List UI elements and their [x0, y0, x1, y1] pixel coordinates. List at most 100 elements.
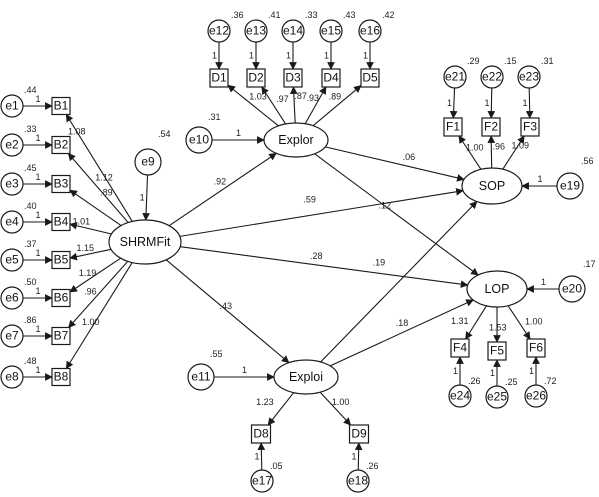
node-f4: F4	[450, 338, 470, 358]
e16-label: e16	[360, 24, 380, 38]
path-e17-d8	[257, 442, 266, 471]
lop-label: LOP	[484, 282, 509, 296]
b5-label: B5	[54, 253, 69, 267]
edges-layer	[23, 42, 559, 471]
b8-label: B8	[54, 370, 69, 384]
coef-shrmfit-exploi: .43	[220, 301, 233, 311]
path-explor-sop	[325, 146, 465, 182]
variance-e22: .15	[504, 56, 517, 66]
b1-label: B1	[54, 99, 69, 113]
e3-label: e3	[5, 177, 19, 191]
labels-layer: .92.43.59.28.06.12.19.181.081.12.891.011…	[24, 10, 596, 471]
e4-circle	[0, 210, 24, 234]
lop-ellipse	[466, 270, 528, 308]
sop-ellipse	[461, 167, 523, 205]
e11-circle	[187, 363, 215, 391]
path-sop-f2	[487, 135, 496, 169]
coef-explor-d3: .87	[294, 91, 307, 101]
coef-e4-b4: 1	[36, 210, 41, 220]
coef-e17-d8: 1	[254, 452, 259, 462]
path-sop-f3	[502, 135, 525, 170]
node-e13: e13	[244, 19, 268, 43]
e23-label: e23	[519, 70, 539, 84]
path-exploi-d8	[267, 392, 295, 426]
coef-shrmfit-b4: 1.01	[73, 217, 91, 227]
e1-circle	[0, 94, 24, 118]
b2-box	[51, 135, 71, 155]
path-shrmfit-b1	[65, 113, 133, 222]
variance-e8: .48	[24, 356, 37, 366]
node-e19: e19	[556, 172, 584, 200]
coef-lop-f5: 1.53	[489, 322, 507, 332]
node-d2: D2	[246, 68, 266, 88]
coef-e24-f4: 1	[453, 366, 458, 376]
node-b7: B7	[51, 326, 71, 346]
b1-box	[51, 96, 71, 116]
b4-label: B4	[54, 215, 69, 229]
f6-box	[526, 338, 546, 358]
path-explor-d1	[227, 84, 279, 127]
path-e9-shrmfit	[142, 174, 150, 221]
explor-ellipse	[263, 122, 329, 158]
node-e26: e26	[524, 384, 548, 408]
coef-sop-f2: .96	[492, 142, 505, 152]
d5-label: D5	[362, 71, 378, 85]
node-sop: SOP	[461, 167, 523, 205]
node-exploi: Exploi	[273, 359, 339, 395]
path-explor-d4	[304, 86, 327, 124]
d9-box	[348, 424, 370, 444]
coef-shrmfit-b3: .89	[100, 188, 113, 198]
variance-e12: .36	[231, 10, 244, 20]
node-shrmfit: SHRMFit	[108, 219, 182, 265]
coef-explor-lop: .12	[379, 200, 392, 210]
node-e21: e21	[443, 65, 467, 89]
node-b5: B5	[51, 250, 71, 270]
variance-e11: .55	[210, 349, 223, 359]
f2-label: F2	[484, 120, 498, 134]
e2-label: e2	[5, 138, 19, 152]
coef-explor-d1: 1.03	[249, 92, 267, 102]
d1-label: D1	[211, 71, 227, 85]
d8-label: D8	[253, 427, 269, 441]
f5-box	[487, 341, 507, 361]
coef-e9-shrmfit: 1	[140, 192, 145, 202]
e25-circle	[485, 385, 509, 409]
d3-label: D3	[285, 71, 301, 85]
e7-label: e7	[5, 329, 19, 343]
node-e15: e15	[319, 19, 343, 43]
e16-circle	[358, 19, 382, 43]
variance-e15: .43	[343, 10, 356, 20]
path-exploi-sop	[320, 200, 478, 363]
coef-shrmfit-b5: 1.15	[76, 243, 94, 253]
variance-e17: .05	[270, 461, 283, 471]
e4-label: e4	[5, 215, 19, 229]
e24-label: e24	[450, 389, 470, 403]
coef-e16-d5: 1	[363, 51, 368, 61]
path-sop-f1	[458, 135, 482, 170]
d2-label: D2	[248, 71, 264, 85]
path-lop-f6	[507, 305, 531, 340]
b7-label: B7	[54, 329, 69, 343]
e8-label: e8	[5, 370, 19, 384]
node-lop: LOP	[466, 270, 528, 308]
variance-e18: .26	[366, 461, 379, 471]
path-shrmfit-b7	[68, 260, 129, 329]
path-exploi-lop	[329, 299, 474, 367]
node-b1: B1	[51, 96, 71, 116]
coef-shrmfit-b2: 1.12	[95, 172, 113, 182]
coef-e20-lop: 1	[541, 277, 546, 287]
node-e20: e20	[558, 275, 586, 303]
e19-label: e19	[560, 179, 580, 193]
path-explor-d2	[261, 86, 287, 125]
coef-shrmfit-b1: 1.08	[68, 127, 86, 137]
coef-shrmfit-b8: 1.00	[82, 317, 100, 327]
coef-e1-b1: 1	[36, 94, 41, 104]
f4-label: F4	[453, 341, 467, 355]
e22-circle	[480, 65, 504, 89]
coef-explor-d5: .89	[329, 92, 342, 102]
node-d8: D8	[250, 424, 272, 444]
e13-label: e13	[246, 24, 266, 38]
node-e10: e10	[185, 126, 213, 154]
path-shrmfit-b2	[67, 152, 129, 223]
node-f6: F6	[526, 338, 546, 358]
